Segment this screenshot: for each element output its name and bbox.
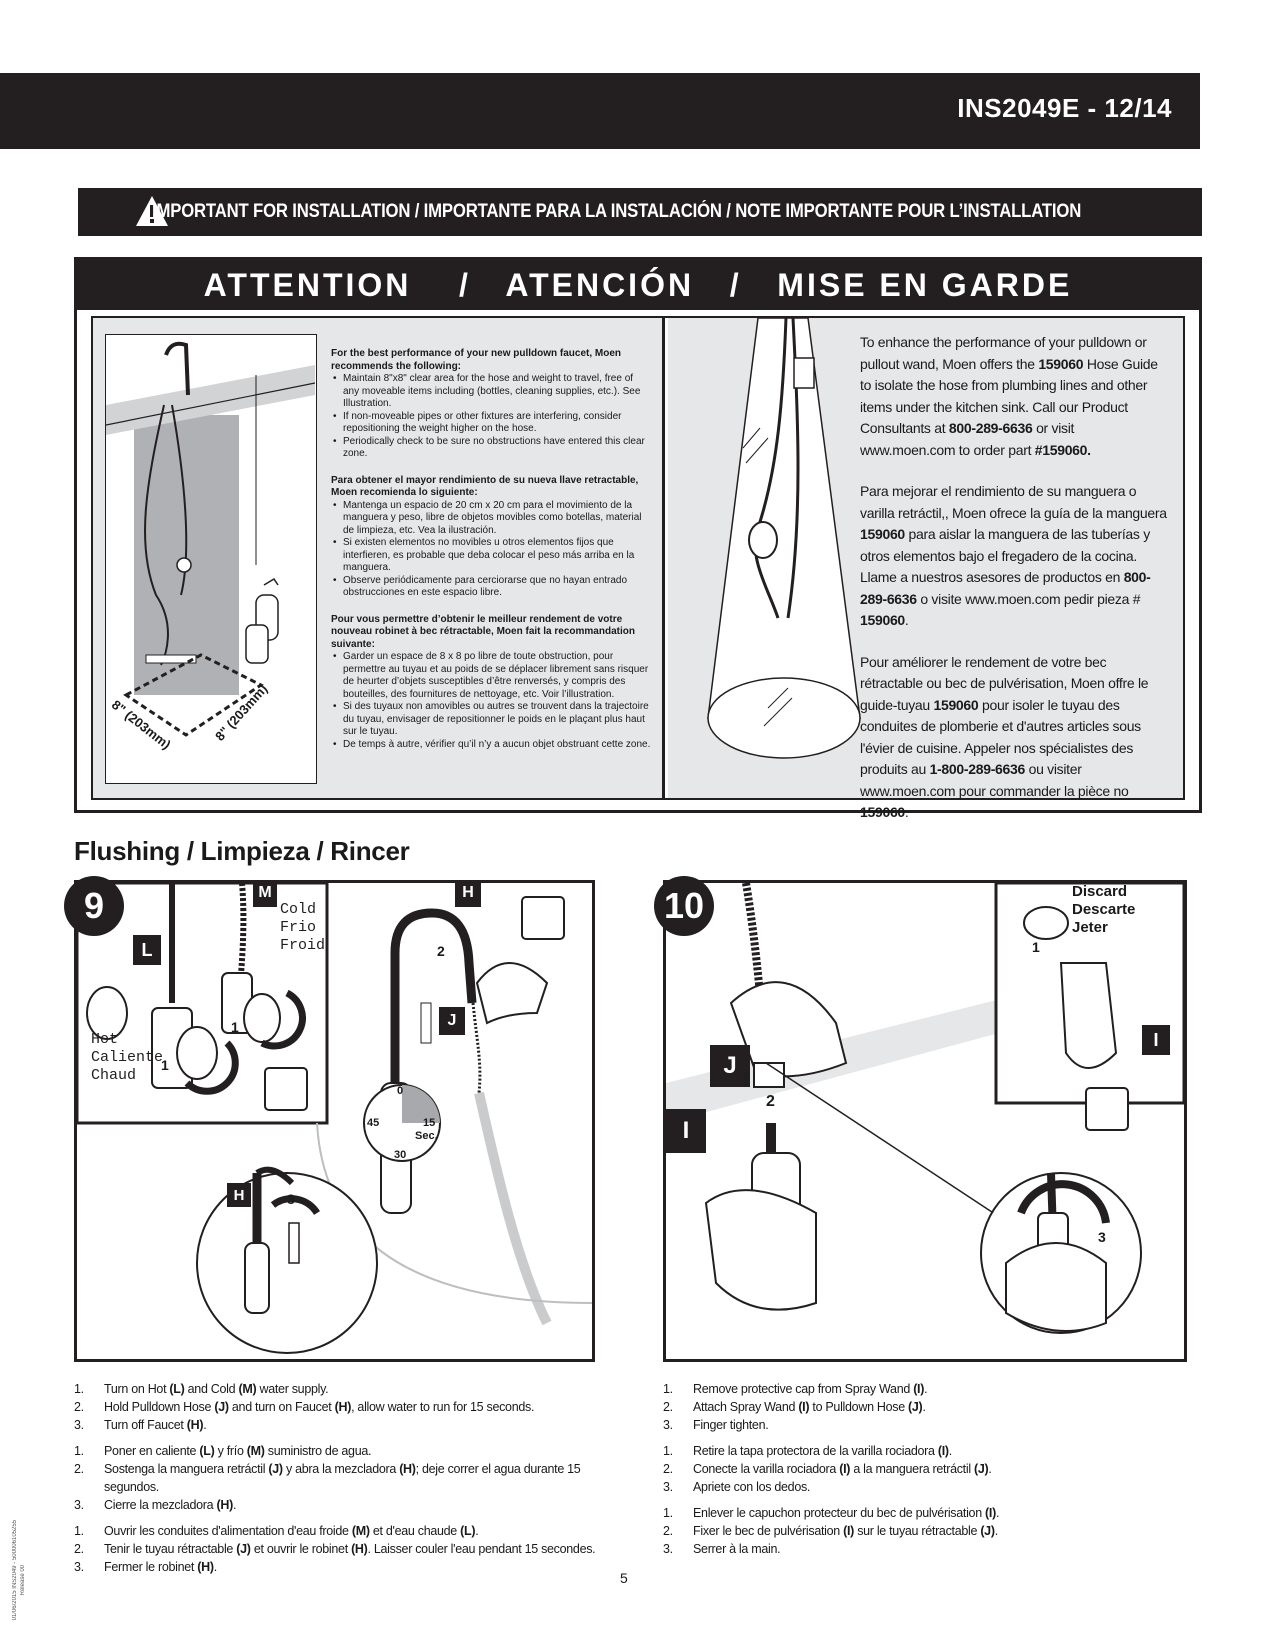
step-10-illustration: Discard Descarte Jeter I J I 1 2 3 xyxy=(663,880,1187,1362)
list-item: Maintain 8"x8" clear area for the hose a… xyxy=(331,373,651,411)
label-l: L xyxy=(133,935,161,965)
list-item: Mantenga un espacio de 20 cm x 20 cm par… xyxy=(331,500,651,538)
instructions-fr: 1.Enlever le capuchon protecteur du bec … xyxy=(663,1504,1187,1558)
hose-guide-illustration xyxy=(707,318,861,759)
arrow-number-1b: 1 xyxy=(231,1019,239,1035)
instructions-en: 1.Remove protective cap from Spray Wand … xyxy=(663,1380,1187,1434)
recommendation-text: For the best performance of your new pul… xyxy=(331,348,651,765)
recommend-es: Para obtener el mayor rendimiento de su … xyxy=(331,475,651,600)
clearance-illustration: 8" (203mm) 8" (203mm) xyxy=(105,334,317,784)
arrow-number-3: 3 xyxy=(1098,1229,1106,1245)
list-item: 2.Fixer le bec de pulvérisation (I) sur … xyxy=(663,1524,998,1538)
side-code: 01/06/2015 INS2049 - 500006105255 xyxy=(12,1520,18,1621)
list-item: 2.Conecte la varilla rociadora (I) a la … xyxy=(663,1462,992,1476)
attention-title-bar: ATTENTION / ATENCIÓN / MISE EN GARDE xyxy=(77,260,1199,310)
warning-icon xyxy=(136,196,168,226)
arrow-number-2: 2 xyxy=(437,943,445,959)
step-10-badge: 10 xyxy=(654,876,714,936)
discard-label: Discard Descarte Jeter xyxy=(1072,883,1136,936)
timer-30: 30 xyxy=(394,1149,407,1161)
list-item: 1.Turn on Hot (L) and Cold (M) water sup… xyxy=(74,1382,329,1396)
step-10-instructions: 1.Remove protective cap from Spray Wand … xyxy=(663,1380,1187,1566)
recommend-en: For the best performance of your new pul… xyxy=(331,348,651,461)
timer-sec: Sec. xyxy=(415,1130,438,1142)
list-item: 3.Turn off Faucet (H). xyxy=(74,1418,207,1432)
list-item: Si des tuyaux non amovibles ou autres se… xyxy=(331,701,651,739)
timer-45: 45 xyxy=(367,1117,380,1129)
arrow-number-3: 3 xyxy=(287,1191,295,1207)
label-m: M xyxy=(253,883,277,907)
cold-label: Cold Frio Froid xyxy=(280,901,326,954)
list-item: 3.Finger tighten. xyxy=(663,1418,769,1432)
hose-guide-fr: Pour améliorer le rendement de votre bec… xyxy=(860,653,1149,821)
side-code-release: Release 00 xyxy=(20,1565,26,1596)
attention-content: 8" (203mm) 8" (203mm) For the best perfo… xyxy=(91,316,1185,820)
list-item: 2.Attach Spray Wand (I) to Pulldown Hose… xyxy=(663,1400,926,1414)
timer-15: 15 xyxy=(423,1117,436,1129)
instructions-en: 1.Turn on Hot (L) and Cold (M) water sup… xyxy=(74,1380,614,1434)
instructions-es: 1.Retire la tapa protectora de la varill… xyxy=(663,1442,1187,1496)
header-bar: INS2049E - 12/14 xyxy=(0,73,1200,149)
list-item: 2.Sostenga la manguera retráctil (J) y a… xyxy=(74,1462,581,1494)
list-item: 3.Cierre la mezcladora (H). xyxy=(74,1498,237,1512)
important-banner: IMPORTANT FOR INSTALLATION / IMPORTANTE … xyxy=(78,188,1202,236)
list-item: 1.Enlever le capuchon protecteur du bec … xyxy=(663,1506,1000,1520)
instructions-es: 1.Poner en caliente (L) y frío (M) sumin… xyxy=(74,1442,614,1514)
instructions-fr: 1.Ouvrir les conduites d'alimentation d'… xyxy=(74,1522,614,1576)
recommend-fr: Pour vous permettre d’obtenir le meilleu… xyxy=(331,614,651,752)
list-item: 3.Fermer le robinet (H). xyxy=(74,1560,217,1574)
sink-cabinet-drawing xyxy=(105,341,316,737)
arrow-number-1: 1 xyxy=(1032,939,1040,955)
hot-label: Hot Caliente Chaud xyxy=(91,1031,164,1084)
document-number: INS2049E - 12/14 xyxy=(957,93,1172,123)
list-item: Si existen elementos no movibles u otros… xyxy=(331,537,651,575)
hose-guide-es: Para mejorar el rendimiento de su mangue… xyxy=(860,483,1167,628)
step-9-illustration: M L H J H Cold Frio Froid Hot Caliente C… xyxy=(74,880,595,1362)
list-item: Garder un espace de 8 x 8 po libre de to… xyxy=(331,651,651,701)
hose-guide-en: To enhance the performance of your pulld… xyxy=(860,334,1158,458)
label-i: I xyxy=(666,1109,706,1153)
list-item: If non-moveable pipes or other fixtures … xyxy=(331,411,651,436)
list-item: Periodically check to be sure no obstruc… xyxy=(331,436,651,461)
list-item: 2.Tenir le tuyau rétractable (J) et ouvr… xyxy=(74,1542,596,1556)
arrow-number-1: 1 xyxy=(161,1057,169,1073)
list-item: 2.Hold Pulldown Hose (J) and turn on Fau… xyxy=(74,1400,535,1414)
list-item: 1.Ouvrir les conduites d'alimentation d'… xyxy=(74,1524,479,1538)
label-i-inset: I xyxy=(1142,1025,1170,1055)
list-item: 1.Retire la tapa protectora de la varill… xyxy=(663,1444,952,1458)
attention-box: ATTENTION / ATENCIÓN / MISE EN GARDE xyxy=(74,257,1202,820)
label-h: H xyxy=(455,883,481,907)
list-item: Observe periódicamente para cerciorarse … xyxy=(331,575,651,600)
section-title: Flushing / Limpieza / Rincer xyxy=(74,836,410,866)
hose-guide-panel: To enhance the performance of your pulld… xyxy=(668,318,1183,820)
step-10-drawing xyxy=(666,883,1184,1334)
list-item: 3.Serrer à la main. xyxy=(663,1542,781,1556)
timer-0: 0 xyxy=(397,1085,404,1097)
step-9-instructions: 1.Turn on Hot (L) and Cold (M) water sup… xyxy=(74,1380,614,1584)
important-text: IMPORTANT FOR INSTALLATION / IMPORTANTE … xyxy=(152,201,1082,222)
label-j: J xyxy=(439,1007,465,1035)
list-item: 3.Apriete con los dedos. xyxy=(663,1480,811,1494)
list-item: 1.Remove protective cap from Spray Wand … xyxy=(663,1382,928,1396)
list-item: De temps à autre, vérifier qu’il n’y a a… xyxy=(331,739,651,752)
label-h-inset: H xyxy=(227,1183,251,1207)
step-9-badge: 9 xyxy=(64,876,124,936)
hose-guide-text: To enhance the performance of your pulld… xyxy=(860,332,1170,844)
page-number: 5 xyxy=(620,1570,628,1586)
label-j: J xyxy=(710,1045,750,1087)
list-item: 1.Poner en caliente (L) y frío (M) sumin… xyxy=(74,1444,372,1458)
arrow-number-2: 2 xyxy=(766,1093,775,1110)
clearance-panel: 8" (203mm) 8" (203mm) For the best perfo… xyxy=(93,318,665,798)
attention-title: ATTENTION / ATENCIÓN / MISE EN GARDE xyxy=(203,266,1073,303)
